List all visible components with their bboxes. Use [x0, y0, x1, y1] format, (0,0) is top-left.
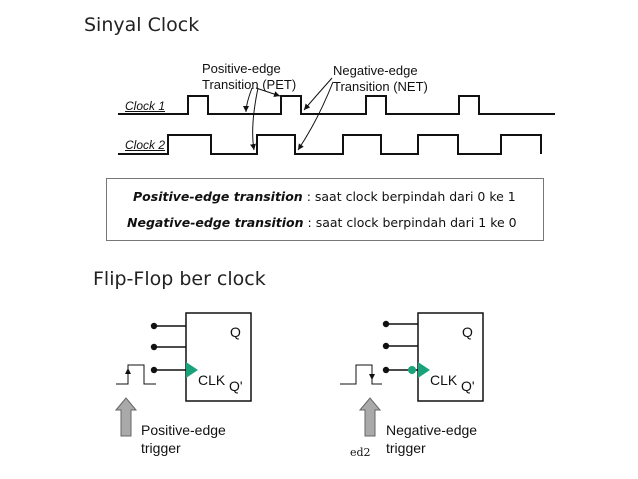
net-label-line1: Negative-edge: [333, 63, 418, 78]
pet-arrow-2: [255, 87, 281, 97]
left-clk-label: CLK: [198, 372, 226, 388]
clock2-waveform: [118, 134, 542, 155]
net-arrow-1: [303, 77, 333, 111]
left-qbar-label: Q': [229, 378, 243, 394]
left-trigger-line1: Positive-edge: [141, 422, 226, 438]
right-qbar-label: Q': [461, 378, 475, 394]
right-clk-dot: [382, 366, 390, 374]
title-sinyal-clock: Sinyal Clock: [84, 14, 200, 36]
left-input-dot-1: [150, 322, 158, 330]
definition-positive-desc: : saat clock berpindah dari 0 ke 1: [306, 189, 516, 204]
right-pulse: [340, 364, 382, 385]
pet-arrow-3: [250, 87, 259, 151]
left-trigger-line2: trigger: [141, 440, 181, 456]
left-flipflop-graphics: [114, 312, 252, 437]
definition-positive-term: Positive-edge transition: [133, 189, 303, 204]
right-trigger-line2: trigger: [386, 440, 426, 456]
left-clk-triangle: [186, 362, 198, 378]
pet-label-line2: Transition (PET): [202, 77, 297, 92]
right-clk-label: CLK: [430, 372, 458, 388]
definition-negative-desc: : saat clock berpindah dari 1 ke 0: [307, 215, 517, 230]
right-clk-triangle: [418, 362, 430, 378]
title-flip-flop: Flip-Flop ber clock: [93, 268, 266, 290]
clock1-waveform: [118, 95, 555, 115]
right-block-arrow: [358, 397, 382, 437]
definitions-box: Positive-edge transition : saat clock be…: [106, 178, 544, 241]
definition-negative-term: Negative-edge transition: [127, 215, 304, 230]
right-q-label: Q: [462, 324, 473, 340]
left-q-label: Q: [230, 324, 241, 340]
definition-negative: Negative-edge transition : saat clock be…: [127, 215, 517, 230]
net-arrow-2: [297, 81, 334, 151]
clock1-label: Clock 1: [125, 99, 166, 113]
pet-label-line1: Positive-edge: [202, 61, 281, 76]
right-inversion-bubble: [408, 366, 416, 374]
right-trigger-line1: Negative-edge: [386, 422, 478, 438]
net-label-line2: Transition (NET): [333, 79, 428, 94]
right-input-dot-1: [382, 320, 390, 328]
right-ff-box: [417, 312, 484, 402]
right-caption: ed2: [350, 446, 371, 459]
left-block-arrow: [114, 397, 138, 437]
right-flipflop-graphics: [340, 312, 484, 437]
left-ff-box: [185, 312, 252, 402]
left-input-dot-2: [150, 343, 158, 351]
right-input-dot-2: [382, 342, 390, 350]
left-clk-dot: [150, 366, 158, 374]
definition-positive: Positive-edge transition : saat clock be…: [133, 189, 516, 204]
left-pulse: [116, 364, 156, 385]
pet-arrow-1: [243, 87, 253, 113]
clock2-label: Clock 2: [125, 138, 166, 152]
